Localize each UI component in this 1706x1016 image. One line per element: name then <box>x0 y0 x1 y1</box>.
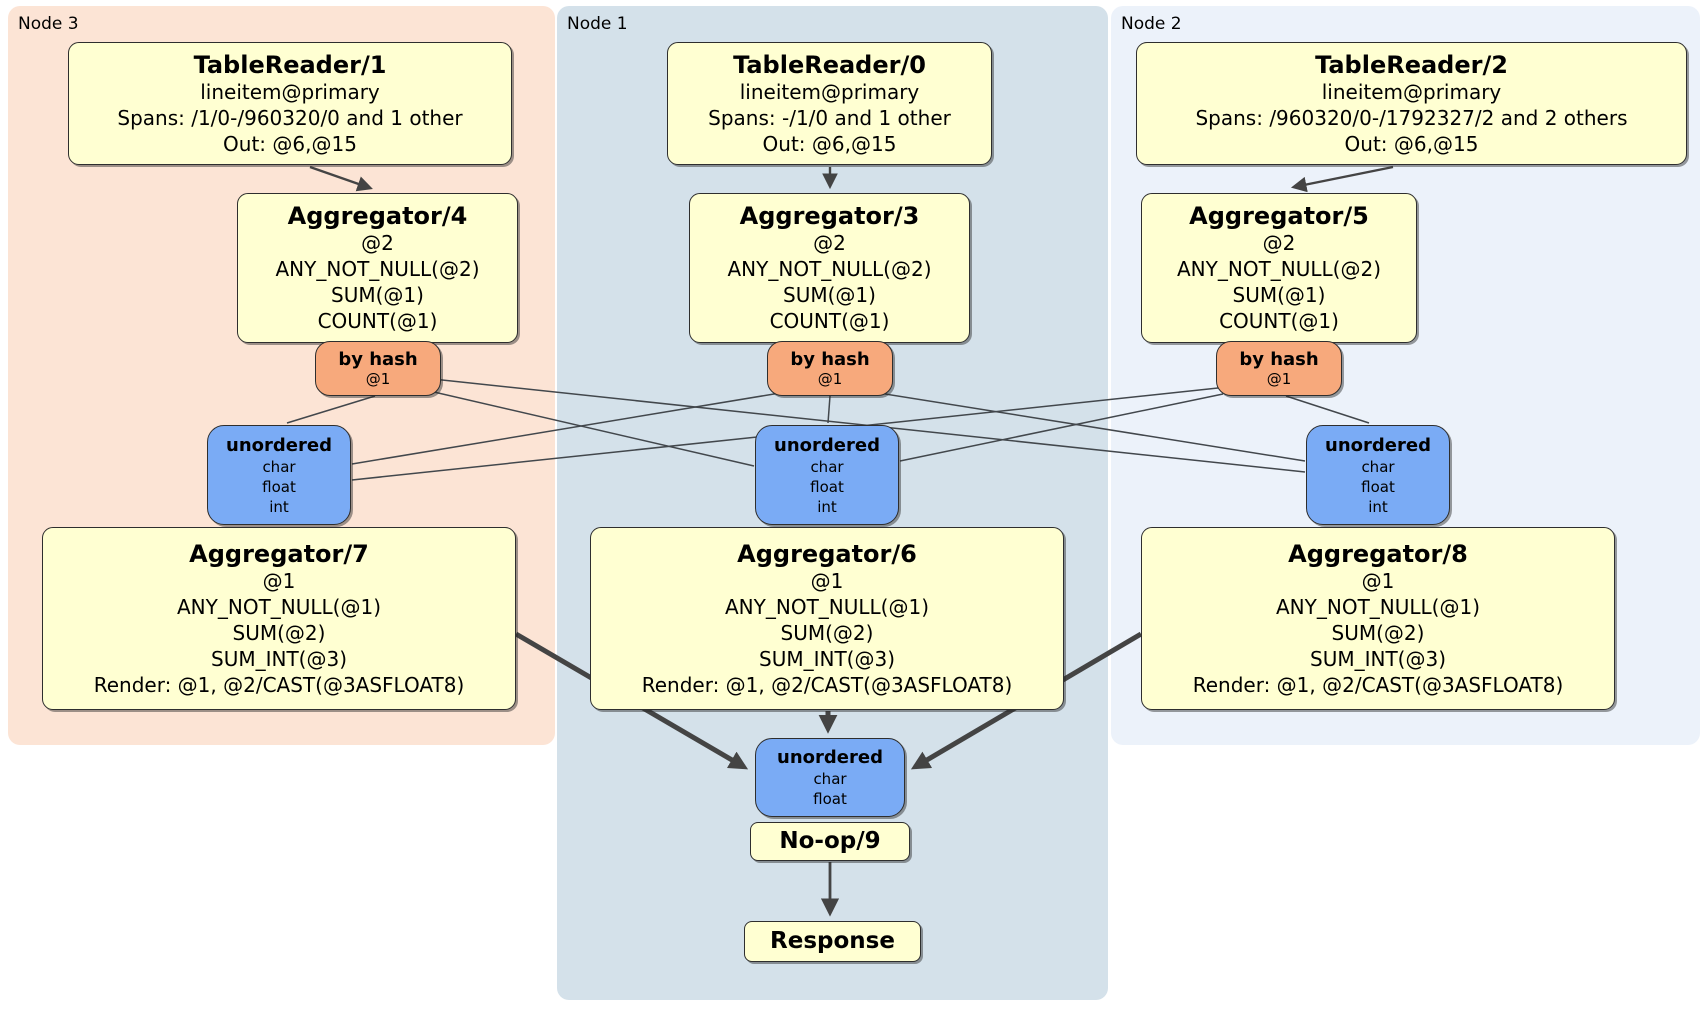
processor-detail: Out: @6,@15 <box>223 131 357 156</box>
unordered-sync-node2: unordered char float int <box>1306 425 1450 525</box>
processor-detail: SUM_INT(@3) <box>1310 646 1446 671</box>
sync-detail: int <box>817 497 837 516</box>
processor-aggregator-6: Aggregator/6 @1 ANY_NOT_NULL(@1) SUM(@2)… <box>590 527 1064 710</box>
unordered-sync-node1: unordered char float int <box>755 425 899 525</box>
edge-router2-sync2 <box>1285 395 1370 424</box>
processor-detail: ANY_NOT_NULL(@2) <box>1177 257 1381 281</box>
processor-aggregator-7: Aggregator/7 @1 ANY_NOT_NULL(@1) SUM(@2)… <box>42 527 516 710</box>
processor-detail: @1 <box>1361 568 1395 593</box>
processor-title: TableReader/0 <box>733 50 926 79</box>
processor-detail: SUM(@1) <box>331 283 424 307</box>
processor-detail: Out: @6,@15 <box>762 131 897 156</box>
processor-detail: SUM(@2) <box>1331 620 1425 645</box>
processor-title: Aggregator/4 <box>287 202 468 230</box>
edge-router2-sync1 <box>899 393 1224 462</box>
processor-detail: Spans: -/1/0 and 1 other <box>708 105 951 130</box>
processor-detail: SUM_INT(@3) <box>211 646 347 671</box>
sync-detail: char <box>262 457 296 476</box>
processor-detail: @2 <box>1262 231 1296 255</box>
sync-title: unordered <box>1325 434 1431 456</box>
processor-noop-9: No-op/9 <box>750 822 910 861</box>
sync-detail: char <box>1361 457 1395 476</box>
processor-detail: COUNT(@1) <box>769 309 890 333</box>
hash-router-node3: by hash @1 <box>315 341 441 396</box>
processor-detail: @2 <box>361 231 394 255</box>
processor-title: TableReader/1 <box>193 50 387 79</box>
router-detail: @1 <box>365 369 391 388</box>
unordered-sync-final: unordered char float <box>755 738 905 817</box>
processor-title: TableReader/2 <box>1315 50 1508 79</box>
router-title: by hash <box>338 348 418 370</box>
processor-detail: COUNT(@1) <box>1219 309 1339 333</box>
processor-title: Aggregator/3 <box>739 202 920 230</box>
edge-router1-sync3 <box>351 389 799 465</box>
edge-tr2-agg5 <box>1290 165 1394 193</box>
processor-tablereader-0: TableReader/0 lineitem@primary Spans: -/… <box>667 42 992 165</box>
edge-router3-sync3 <box>286 395 376 424</box>
hash-router-node2: by hash @1 <box>1216 341 1342 396</box>
router-title: by hash <box>790 348 870 370</box>
sync-detail: char <box>810 457 844 476</box>
processor-detail: Render: @1, @2/CAST(@3ASFLOAT8) <box>93 672 465 697</box>
processor-detail: Out: @6,@15 <box>1344 131 1479 156</box>
processor-detail: lineitem@primary <box>200 79 380 104</box>
processor-detail: Render: @1, @2/CAST(@3ASFLOAT8) <box>641 672 1013 697</box>
processor-title: Aggregator/7 <box>189 539 369 568</box>
sync-detail: float <box>262 477 296 496</box>
processor-title: Aggregator/5 <box>1189 202 1369 230</box>
hash-router-node1: by hash @1 <box>767 341 893 396</box>
response-node: Response <box>744 921 921 962</box>
sync-detail: int <box>1368 497 1388 516</box>
processor-detail: ANY_NOT_NULL(@1) <box>725 594 929 619</box>
processor-detail: @2 <box>813 231 846 255</box>
sync-detail: float <box>810 477 844 496</box>
processor-title: Aggregator/8 <box>1288 539 1468 568</box>
router-detail: @1 <box>1266 369 1292 388</box>
processor-detail: SUM(@2) <box>232 620 326 645</box>
sync-detail: float <box>813 790 847 808</box>
sync-detail: int <box>269 497 289 516</box>
processor-tablereader-1: TableReader/1 lineitem@primary Spans: /1… <box>68 42 512 165</box>
edge-router3-sync2 <box>413 376 1306 473</box>
unordered-sync-node3: unordered char float int <box>207 425 351 525</box>
processor-detail: ANY_NOT_NULL(@1) <box>177 594 381 619</box>
processor-title: Response <box>770 928 895 954</box>
sync-title: unordered <box>774 434 880 456</box>
processor-detail: lineitem@primary <box>1321 79 1502 104</box>
panel-node1-label: Node 1 <box>567 14 628 34</box>
processor-title: No-op/9 <box>779 828 881 854</box>
processor-detail: Spans: /960320/0-/1792327/2 and 2 others <box>1195 105 1628 130</box>
sync-detail: char <box>813 770 847 788</box>
processor-aggregator-4: Aggregator/4 @2 ANY_NOT_NULL(@2) SUM(@1)… <box>237 193 518 343</box>
processor-aggregator-3: Aggregator/3 @2 ANY_NOT_NULL(@2) SUM(@1)… <box>689 193 970 343</box>
router-detail: @1 <box>817 369 843 388</box>
processor-tablereader-2: TableReader/2 lineitem@primary Spans: /9… <box>1136 42 1687 165</box>
edge-router1-sync1 <box>827 395 831 424</box>
sync-title: unordered <box>777 747 883 768</box>
processor-aggregator-8: Aggregator/8 @1 ANY_NOT_NULL(@1) SUM(@2)… <box>1141 527 1615 710</box>
processor-detail: ANY_NOT_NULL(@1) <box>1276 594 1480 619</box>
sync-title: unordered <box>226 434 332 456</box>
processor-detail: ANY_NOT_NULL(@2) <box>727 257 932 281</box>
processor-detail: SUM(@1) <box>783 283 876 307</box>
processor-detail: SUM(@2) <box>780 620 874 645</box>
processor-detail: lineitem@primary <box>739 79 920 104</box>
processor-detail: ANY_NOT_NULL(@2) <box>275 257 480 281</box>
processor-detail: @1 <box>262 568 296 593</box>
processor-detail: Spans: /1/0-/960320/0 and 1 other <box>117 105 463 130</box>
router-title: by hash <box>1239 348 1319 370</box>
panel-node3-label: Node 3 <box>18 14 79 34</box>
processor-detail: SUM(@1) <box>1232 283 1326 307</box>
edge-router1-sync2 <box>859 389 1306 462</box>
processor-detail: COUNT(@1) <box>317 309 438 333</box>
processor-title: Aggregator/6 <box>737 539 917 568</box>
processor-detail: SUM_INT(@3) <box>759 646 895 671</box>
edge-tr1-agg4 <box>309 165 373 192</box>
processor-detail: @1 <box>810 568 844 593</box>
sync-detail: float <box>1361 477 1395 496</box>
panel-node2-label: Node 2 <box>1121 14 1182 34</box>
processor-detail: Render: @1, @2/CAST(@3ASFLOAT8) <box>1192 672 1564 697</box>
processor-aggregator-5: Aggregator/5 @2 ANY_NOT_NULL(@2) SUM(@1)… <box>1141 193 1417 343</box>
